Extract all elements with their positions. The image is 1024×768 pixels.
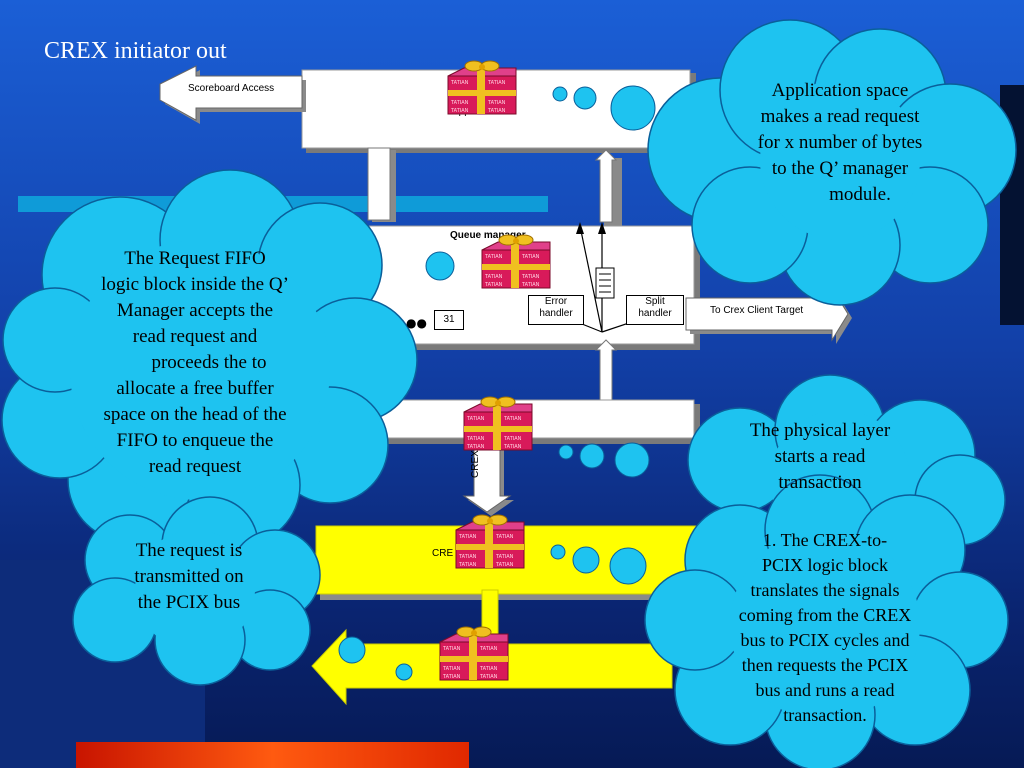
slide-title: CREX initiator out (44, 38, 227, 64)
svg-text:TATIAN: TATIAN (479, 666, 498, 672)
callout-fifo: The Request FIFO logic block inside the … (60, 246, 330, 480)
callout-crex-pcix-line: transaction. (783, 705, 867, 725)
gift-icon: TATIAN TATIAN TATIAN TATIAN TATIAN TATIAN (452, 514, 528, 575)
svg-text:TATIAN: TATIAN (484, 282, 503, 288)
crex-bus-label: CRE (432, 548, 454, 559)
split-handler-line1: Split (645, 296, 665, 307)
red-gradient-bar (76, 742, 469, 768)
cloud-physical (687, 374, 1006, 550)
callout-crex-pcix-line: 1. The CREX-to- (762, 530, 888, 550)
callout-crex-pcix-line: coming from the CREX (738, 605, 912, 625)
scoreboard-arrow (159, 65, 303, 121)
cloud-pcix (72, 496, 321, 686)
callout-physical: The physical layer starts a read transac… (710, 418, 930, 496)
callout-crex-pcix: 1. The CREX-to- PCIX logic block transla… (690, 528, 960, 728)
callout-application-line: module. (829, 184, 891, 205)
stack-icon (595, 267, 615, 299)
callout-physical-line: transaction (778, 472, 862, 493)
callout-physical-line: starts a read (774, 446, 866, 467)
svg-text:TATIAN: TATIAN (458, 554, 477, 560)
gift-icon: TATIAN TATIAN TATIAN TATIAN TATIAN TATIAN (478, 234, 554, 295)
svg-text:TATIAN: TATIAN (466, 416, 485, 422)
svg-text:TATIAN: TATIAN (466, 436, 485, 442)
svg-text:TATIAN: TATIAN (479, 646, 498, 652)
callout-crex-pcix-line: then requests the PCIX (741, 655, 909, 675)
svg-text:TATIAN: TATIAN (487, 108, 506, 114)
svg-text:TATIAN: TATIAN (450, 80, 469, 86)
svg-text:TATIAN: TATIAN (442, 666, 461, 672)
svg-text:TATIAN: TATIAN (442, 674, 461, 680)
error-handler-box: Error handler (528, 295, 584, 325)
svg-text:TATIAN: TATIAN (503, 416, 522, 422)
svg-text:TATIAN: TATIAN (442, 646, 461, 652)
callout-fifo-line: proceeds the to (151, 352, 267, 373)
queue-manager-label: Queue manager (450, 230, 526, 241)
callout-crex-pcix-line: bus to PCIX cycles and (740, 630, 910, 650)
svg-text:TATIAN: TATIAN (466, 444, 485, 450)
svg-text:TATIAN: TATIAN (495, 534, 514, 540)
callout-fifo-line: read request and (132, 326, 258, 347)
cloud-crex-pcix (644, 474, 1009, 768)
gift-icon: TATIAN TATIAN TATIAN TATIAN TATIAN TATIAN (460, 396, 536, 457)
callout-pcix: The request is transmitted on the PCIX b… (94, 538, 284, 616)
callout-application-line: for x number of bytes (757, 132, 923, 153)
svg-text:TATIAN: TATIAN (487, 100, 506, 106)
svg-text:TATIAN: TATIAN (503, 444, 522, 450)
gift-icon: TATIAN TATIAN TATIAN TATIAN TATIAN TATIAN (436, 626, 512, 687)
cloud-application (647, 19, 1017, 306)
svg-text:TATIAN: TATIAN (458, 562, 477, 568)
callout-application-line: makes a read request (760, 106, 920, 127)
svg-text:TATIAN: TATIAN (495, 562, 514, 568)
svg-text:TATIAN: TATIAN (479, 674, 498, 680)
svg-text:TATIAN: TATIAN (503, 436, 522, 442)
error-handler-line2: handler (539, 308, 573, 319)
callout-pcix-line: transmitted on (134, 566, 244, 587)
error-handler-line1: Error (544, 296, 568, 307)
callout-fifo-line: FIFO to enqueue the (116, 430, 274, 451)
svg-text:TATIAN: TATIAN (484, 254, 503, 260)
connector-right-up-arrow (594, 149, 618, 223)
callout-application: Application space makes a read request f… (700, 78, 980, 208)
svg-text:TATIAN: TATIAN (487, 80, 506, 86)
callout-pcix-line: The request is (135, 540, 243, 561)
callout-fifo-line: read request (148, 456, 242, 477)
scoreboard-label: Scoreboard Access (188, 83, 275, 94)
svg-text:TATIAN: TATIAN (521, 282, 540, 288)
svg-text:TATIAN: TATIAN (458, 534, 477, 540)
callout-crex-pcix-line: translates the signals (750, 580, 900, 600)
callout-fifo-line: allocate a free buffer (116, 378, 274, 399)
callout-crex-pcix-line: PCIX logic block (762, 555, 888, 575)
callout-pcix-line: the PCIX bus (137, 592, 241, 613)
split-handler-line2: handler (638, 308, 672, 319)
connector-left-fill (367, 147, 391, 221)
client-target-label: To Crex Client Target (710, 305, 804, 316)
counter-box: 31 (434, 310, 464, 330)
svg-text:TATIAN: TATIAN (521, 274, 540, 280)
svg-text:TATIAN: TATIAN (521, 254, 540, 260)
svg-text:TATIAN: TATIAN (484, 274, 503, 280)
callout-fifo-line: The Request FIFO (124, 248, 266, 269)
callout-fifo-line: logic block inside the Q’ (101, 274, 289, 295)
connector-right-up-arrow-2 (594, 339, 618, 403)
callout-fifo-line: space on the head of the (103, 404, 287, 425)
callout-physical-line: The physical layer (749, 420, 891, 441)
svg-text:TATIAN: TATIAN (495, 554, 514, 560)
callout-fifo-line: Manager accepts the (116, 300, 274, 321)
dot-indicators: ●● (406, 316, 427, 330)
cloud-fifo (1, 169, 418, 546)
svg-text:TATIAN: TATIAN (450, 108, 469, 114)
gift-icon: TATIAN TATIAN TATIAN TATIAN TATIAN TATIAN (444, 60, 520, 121)
callout-application-line: Application space (771, 80, 909, 101)
split-handler-box: Split handler (626, 295, 684, 325)
callout-crex-pcix-line: bus and runs a read (755, 680, 895, 700)
counter-value: 31 (443, 314, 455, 325)
callout-application-line: to the Q’ manager (771, 158, 909, 179)
svg-text:TATIAN: TATIAN (450, 100, 469, 106)
